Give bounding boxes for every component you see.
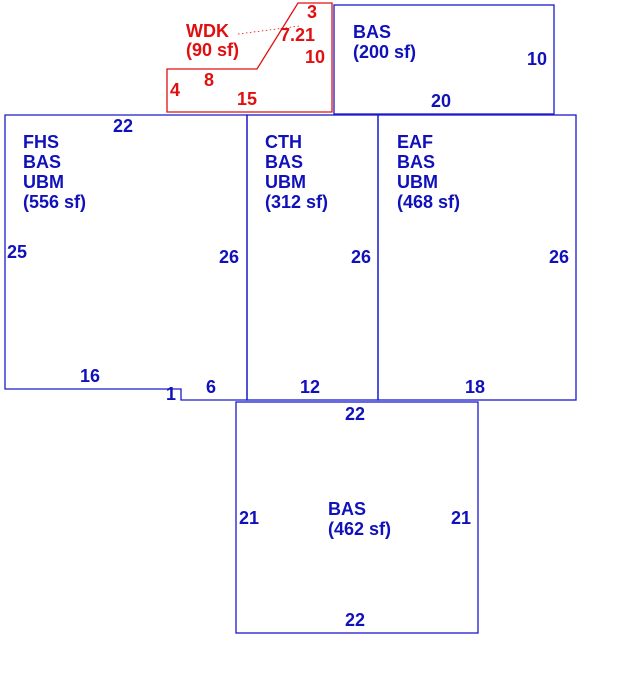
wdk-dim-15: 15 [237,89,257,109]
bas-top-area[interactable]: BAS (200 sf) 10 20 [333,4,555,115]
wdk-area[interactable]: WDK (90 sf) 3 7.21 10 4 8 15 [166,2,333,113]
wdk-leader-line [237,25,301,35]
bas-bottom-code: BAS [328,499,366,519]
bas-bottom-dim-left-21: 21 [239,508,259,528]
eaf-area-label: (468 sf) [397,192,460,212]
eaf-outline [377,114,577,401]
fhs-dim-6: 6 [206,377,216,397]
wdk-dim-7-21: 7.21 [280,25,315,45]
fhs-code-1: FHS [23,132,59,152]
wdk-dim-3: 3 [307,2,317,22]
fhs-code-3: UBM [23,172,64,192]
fhs-dim-26: 26 [219,247,239,267]
wdk-dim-8: 8 [204,70,214,90]
cth-dim-26: 26 [351,247,371,267]
cth-area[interactable]: CTH BAS UBM (312 sf) 26 12 [246,114,379,401]
bas-bottom-area-label: (462 sf) [328,519,391,539]
fhs-dim-1: 1 [166,384,176,404]
bas-bottom-area[interactable]: BAS (462 sf) 22 21 21 22 [235,401,479,634]
fhs-dim-22: 22 [113,116,133,136]
fhs-area-label: (556 sf) [23,192,86,212]
cth-code-1: CTH [265,132,302,152]
fhs-dim-25: 25 [7,242,27,262]
eaf-code-3: UBM [397,172,438,192]
eaf-dim-26: 26 [549,247,569,267]
eaf-dim-18: 18 [465,377,485,397]
bas-bottom-dim-bottom-22: 22 [345,610,365,630]
eaf-code-1: EAF [397,132,433,152]
wdk-dim-4: 4 [170,80,180,100]
cth-dim-12: 12 [300,377,320,397]
bas-bottom-dim-top-22: 22 [345,404,365,424]
bas-top-dim-20: 20 [431,91,451,111]
eaf-area[interactable]: EAF BAS UBM (468 sf) 26 18 [377,114,577,401]
wdk-outline [166,2,333,113]
wdk-area-label: (90 sf) [186,40,239,60]
bas-top-outline [333,4,555,115]
bas-top-code: BAS [353,22,391,42]
wdk-code: WDK [186,21,229,41]
cth-area-label: (312 sf) [265,192,328,212]
bas-bottom-dim-right-21: 21 [451,508,471,528]
fhs-dim-16: 16 [80,366,100,386]
wdk-dim-10: 10 [305,47,325,67]
eaf-code-2: BAS [397,152,435,172]
cth-code-2: BAS [265,152,303,172]
bas-top-dim-10: 10 [527,49,547,69]
bas-bottom-outline [235,401,479,634]
cth-code-3: UBM [265,172,306,192]
bas-top-area-label: (200 sf) [353,42,416,62]
fhs-area[interactable]: FHS BAS UBM (556 sf) 22 25 26 16 1 6 [4,114,248,404]
fhs-code-2: BAS [23,152,61,172]
